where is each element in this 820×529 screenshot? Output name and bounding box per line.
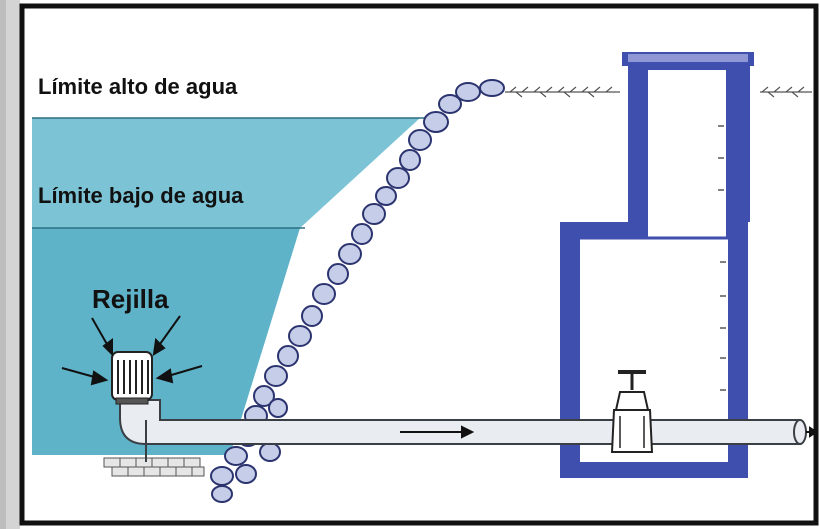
rock: [338, 243, 362, 265]
rock: [264, 365, 288, 387]
rock: [455, 82, 481, 102]
rock: [399, 149, 421, 171]
rock: [288, 325, 312, 347]
high-water-label: Límite alto de agua: [38, 74, 238, 99]
rock: [423, 111, 449, 133]
diagram-frame: [19, 3, 819, 526]
rock: [375, 186, 397, 206]
arrow-right-icon: [400, 425, 475, 439]
side-bar-edge: [0, 0, 6, 529]
reservoir-water: [32, 117, 425, 455]
rock: [277, 345, 299, 367]
rock: [327, 263, 349, 285]
pipe-outlet: [793, 419, 807, 445]
rock: [438, 94, 462, 114]
rock: [210, 466, 234, 486]
brick-footing: [103, 457, 205, 477]
shaft-cap-highlight: [628, 54, 748, 62]
rock: [259, 442, 281, 462]
rock: [253, 385, 275, 407]
rock: [211, 485, 233, 503]
gate-valve-icon: [610, 370, 654, 453]
rock: [479, 79, 505, 97]
screen-label: Rejilla: [92, 284, 169, 314]
ground-surface: [505, 86, 812, 98]
rock: [362, 203, 386, 225]
rock: [312, 283, 336, 305]
intake-screen-icon: [111, 351, 153, 405]
rock: [408, 129, 432, 151]
rock: [268, 398, 288, 418]
rock: [351, 223, 373, 245]
screen-pointer-arrows: [61, 315, 203, 386]
depth-scale: [718, 125, 726, 391]
low-water-label: Límite bajo de agua: [38, 183, 244, 208]
valve-chamber: [560, 52, 754, 478]
rock: [301, 305, 323, 327]
chamber-cavity: [580, 70, 728, 462]
rock: [386, 167, 410, 189]
riprap-slope: [210, 79, 505, 503]
outlet-arrow-icon: [806, 426, 818, 438]
rock: [224, 446, 248, 466]
rock: [235, 464, 257, 484]
